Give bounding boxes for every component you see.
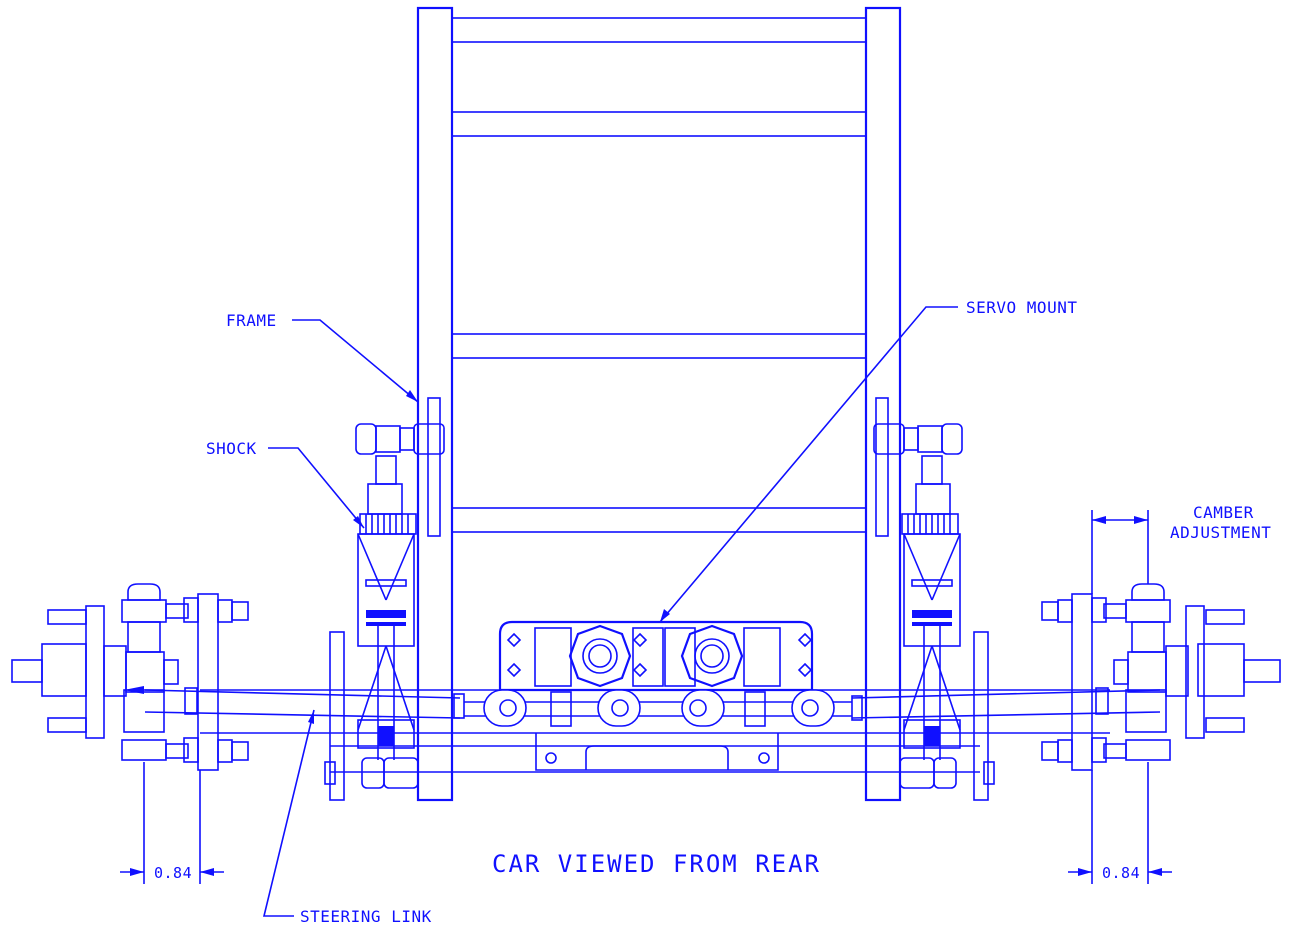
label-dimension-left: 0.84: [154, 864, 192, 882]
servo-mount: [498, 620, 814, 771]
label-frame: FRAME: [226, 311, 277, 330]
steering-link-right: [851, 687, 1161, 721]
drawing-title: CAR VIEWED FROM REAR: [492, 850, 821, 878]
leader-servo-mount: [659, 306, 958, 623]
leader-frame: [292, 319, 419, 403]
shock-left: [324, 423, 445, 801]
steering-link-left: [144, 687, 465, 719]
servo-horn-left: [568, 624, 632, 688]
servo-horn-right: [680, 624, 744, 688]
hub-left: [11, 583, 249, 771]
shock-right: [873, 423, 995, 801]
label-camber-line2: ADJUSTMENT: [1170, 523, 1271, 542]
label-camber-line1: CAMBER: [1193, 503, 1254, 522]
leader-shock: [268, 447, 365, 529]
servo-linkages: [464, 689, 852, 727]
label-steering-link: STEERING LINK: [300, 907, 432, 926]
dimension-right: [1068, 762, 1172, 884]
label-shock: SHOCK: [206, 439, 257, 458]
leader-steering-link: [262, 709, 315, 917]
label-servo-mount: SERVO MOUNT: [966, 298, 1077, 317]
hub-right: [1041, 583, 1281, 771]
dimension-left: [120, 762, 224, 884]
label-dimension-right: 0.84: [1102, 864, 1140, 882]
dimension-camber: [1091, 510, 1149, 594]
servo-mount-holes: [506, 632, 813, 678]
